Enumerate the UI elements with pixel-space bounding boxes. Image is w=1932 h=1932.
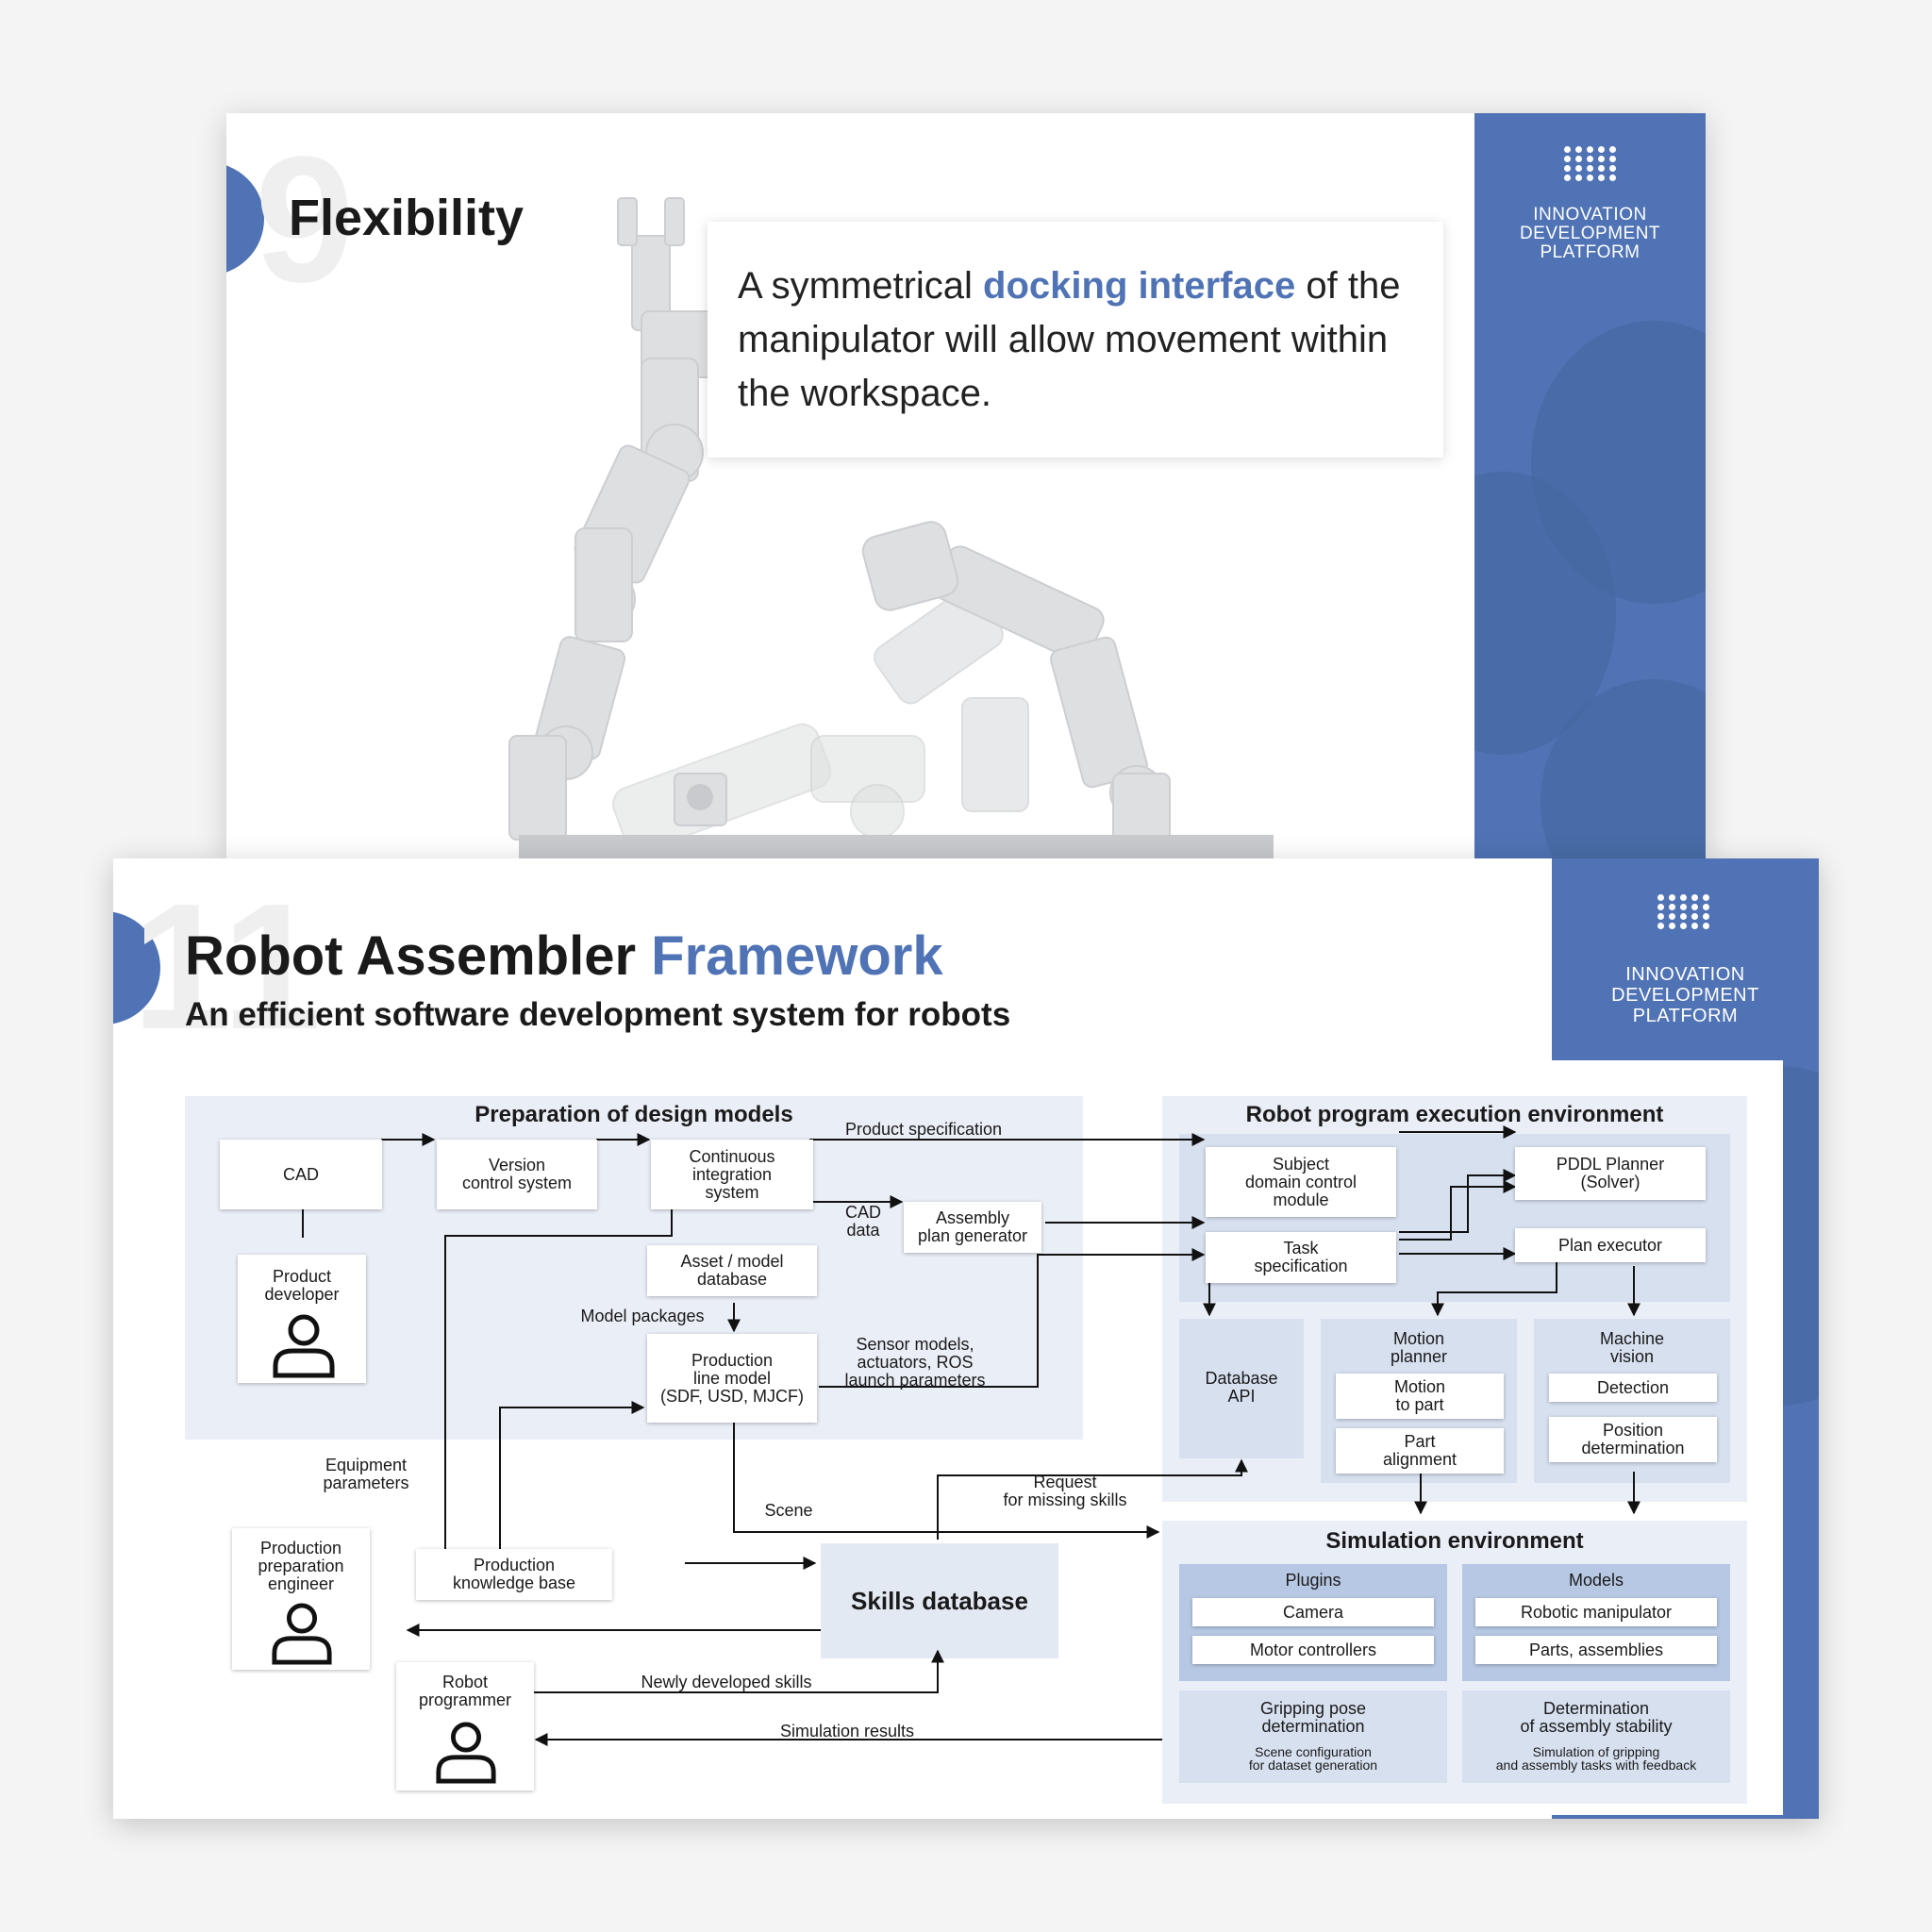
edge-label-cad-data: CAD data <box>844 1203 881 1240</box>
node-asset-database: Asset / model database <box>647 1245 817 1296</box>
title-main: Robot Assembler <box>185 925 652 987</box>
slide-number: 9 <box>255 120 355 320</box>
node-assembly-plan-generator: Assembly plan generator <box>904 1202 1041 1253</box>
node-position-determination: Position determination <box>1549 1417 1717 1462</box>
architecture-diagram: Preparation of design models Robot progr… <box>149 1060 1783 1815</box>
subpanel-stability <box>1462 1690 1730 1783</box>
logo-text: INNOVATION DEVELOPMENT PLATFORM <box>1519 205 1661 262</box>
subpanel-gripping <box>1179 1690 1447 1783</box>
skills-database-label: Skills database <box>851 1587 1028 1615</box>
person-icon <box>272 1603 332 1665</box>
node-motor-controllers: Motor controllers <box>1192 1636 1434 1664</box>
brand-sidebar: INNOVATION DEVELOPMENT PLATFORM <box>1474 113 1706 858</box>
title-accent: Framework <box>651 925 943 987</box>
node-production-engineer: Production preparation engineer <box>232 1528 370 1670</box>
panel-preparation-title: Preparation of design models <box>475 1102 793 1127</box>
slide-title: Flexibility <box>289 190 525 246</box>
node-robotic-manipulator: Robotic manipulator <box>1475 1598 1717 1626</box>
node-models: Models <box>1568 1571 1624 1590</box>
node-cad: CAD <box>220 1140 382 1209</box>
quote-text: A symmetrical docking interface of the m… <box>738 259 1436 421</box>
logo-icon <box>1564 146 1618 181</box>
production-engineer-label: Production preparation engineer <box>258 1539 344 1593</box>
slide-robot-assembler: 11 Robot Assembler Framework An efficien… <box>113 858 1819 1819</box>
node-subject-domain-module: Subject domain control module <box>1206 1147 1396 1217</box>
node-gripping-pose: Gripping pose determination <box>1259 1699 1367 1736</box>
edge-label-equipment-params: Equipment parameters <box>323 1456 409 1492</box>
node-task-specification: Task specification <box>1206 1232 1396 1283</box>
node-part-alignment: Part alignment <box>1336 1428 1504 1474</box>
quote-rest: of the manipulator will allow movement w… <box>738 265 1401 414</box>
edge-label-scene: Scene <box>764 1501 813 1520</box>
panel-execution-title: Robot program execution environment <box>1245 1102 1664 1127</box>
node-knowledge-base: Production knowledge base <box>416 1549 612 1600</box>
slide-number: 11 <box>132 867 322 1067</box>
slide-flexibility: 9 Flexibility <box>226 113 1706 858</box>
skills-database <box>821 1543 1058 1658</box>
logo-icon <box>1657 894 1711 929</box>
robot-arm-illustration <box>508 197 1274 858</box>
node-camera: Camera <box>1192 1598 1434 1626</box>
node-plugins: Plugins <box>1285 1571 1341 1590</box>
node-database-api: Database API <box>1205 1369 1278 1406</box>
node-plan-executor: Plan executor <box>1515 1228 1706 1262</box>
edge-label-simulation-results: Simulation results <box>779 1722 915 1740</box>
node-parts-assemblies: Parts, assemblies <box>1475 1636 1717 1664</box>
logo-text: INNOVATION DEVELOPMENT PLATFORM <box>1611 964 1759 1026</box>
node-gripping-pose-sub: Scene configuration for dataset generati… <box>1248 1744 1378 1773</box>
slide-title: Robot Assembler Framework <box>185 924 943 988</box>
node-assembly-stability-sub: Simulation of gripping and assembly task… <box>1495 1744 1697 1773</box>
slide-subtitle: An efficient software development system… <box>185 996 1011 1033</box>
edge-label-request-skills: Request for missing skills <box>1003 1473 1127 1509</box>
robot-programmer-label: Robot programmer <box>418 1673 512 1709</box>
node-machine-vision: Machine vision <box>1599 1329 1665 1366</box>
quote-card: A symmetrical docking interface of the m… <box>708 222 1443 458</box>
node-assembly-stability: Determination of assembly stability <box>1520 1699 1673 1736</box>
person-icon <box>436 1722 496 1784</box>
edge-label-product-spec: Product specification <box>844 1120 1003 1139</box>
node-motion-to-part: Motion to part <box>1336 1374 1504 1419</box>
node-ci-system: Continuous integration system <box>651 1140 813 1209</box>
panel-simulation-title: Simulation environment <box>1325 1528 1584 1554</box>
edge-label-new-skills: Newly developed skills <box>641 1673 812 1691</box>
person-icon <box>273 1314 335 1378</box>
node-production-line-model: Production line model (SDF, USD, MJCF) <box>647 1334 817 1423</box>
node-detection: Detection <box>1549 1374 1717 1402</box>
quote-highlight: docking interface <box>983 265 1296 307</box>
node-product-developer: Product developer <box>238 1255 366 1383</box>
product-developer-label: Product developer <box>264 1267 340 1304</box>
edge-label-model-packages: Model packages <box>580 1307 705 1325</box>
diagram-connectors <box>296 1125 1641 1746</box>
node-pddl-planner: PDDL Planner (Solver) <box>1515 1147 1706 1200</box>
quote-prefix: A symmetrical <box>738 265 984 307</box>
node-motion-planner: Motion planner <box>1390 1329 1448 1366</box>
edge-label-sensor-models: Sensor models, actuators, ROS launch par… <box>844 1335 986 1390</box>
node-version-control: Version control system <box>437 1140 597 1209</box>
subpanel-db-api <box>1179 1319 1304 1458</box>
